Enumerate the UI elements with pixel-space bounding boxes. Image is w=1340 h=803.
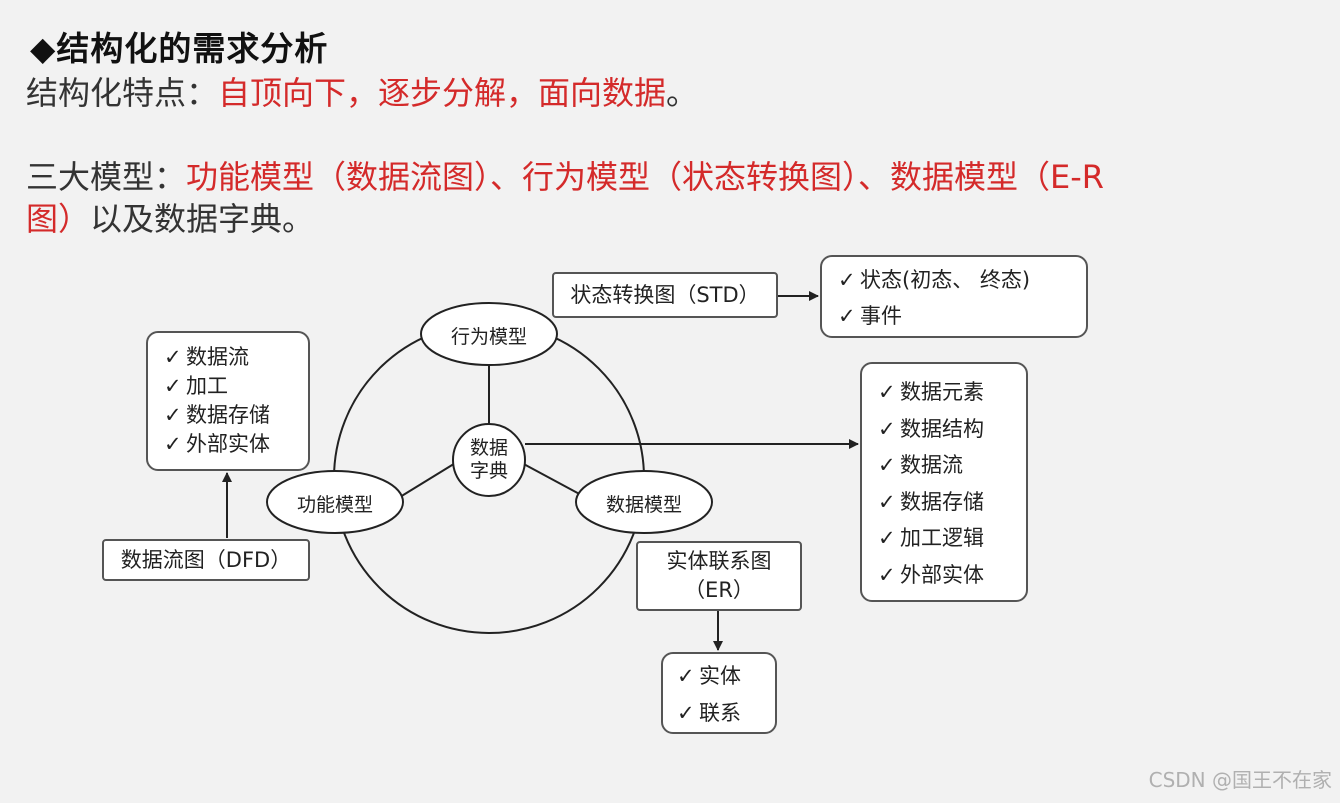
dict-label-line-2: 字典	[469, 460, 508, 482]
std-items-box: ✓状态(初态、 终态) ✓事件	[820, 255, 1088, 338]
behavior-model-label: 行为模型	[450, 326, 527, 348]
features-suffix: 。	[666, 74, 699, 112]
list-item: ✓数据流	[164, 343, 308, 372]
list-item: ✓数据流	[878, 447, 1026, 484]
three-models-line-1: 三大模型：功能模型（数据流图）、行为模型（状态转换图）、数据模型（E-R	[26, 156, 1104, 198]
list-item: ✓状态(初态、 终态)	[838, 262, 1086, 298]
check-icon: ✓	[677, 701, 695, 725]
dict-items-box: ✓数据元素 ✓数据结构 ✓数据流 ✓数据存储 ✓加工逻辑 ✓外部实体	[860, 362, 1028, 602]
models-highlight-2: 图）	[26, 200, 91, 238]
list-item: ✓加工	[164, 372, 308, 401]
models-suffix: 以及数据字典。	[90, 200, 315, 238]
section-heading: ◆结构化的需求分析	[30, 22, 328, 70]
check-icon: ✓	[878, 416, 896, 441]
function-model-ellipse	[266, 470, 404, 534]
er-label-box: 实体联系图 （ER）	[636, 541, 802, 611]
check-icon: ✓	[838, 268, 856, 292]
list-item: ✓实体	[677, 658, 775, 695]
list-item: ✓外部实体	[164, 430, 308, 459]
features-prefix: 结构化特点：	[26, 74, 219, 112]
dict-label-line-1: 数据	[469, 437, 508, 459]
dfd-items-box: ✓数据流 ✓加工 ✓数据存储 ✓外部实体	[146, 331, 310, 471]
list-item: ✓加工逻辑	[878, 520, 1026, 557]
check-icon: ✓	[878, 380, 896, 404]
std-label-box: 状态转换图（STD）	[552, 272, 778, 318]
data-dictionary-circle	[452, 423, 526, 497]
data-model-ellipse	[575, 470, 713, 534]
check-icon: ✓	[878, 489, 896, 514]
spoke-to-function	[399, 461, 458, 498]
watermark: CSDN @国王不在家	[1148, 768, 1332, 792]
list-item: ✓数据存储	[164, 401, 308, 430]
dfd-label-box: 数据流图（DFD）	[102, 539, 310, 581]
check-icon: ✓	[878, 562, 896, 587]
structure-features-line: 结构化特点：自顶向下，逐步分解，面向数据。	[26, 72, 698, 114]
check-icon: ✓	[677, 664, 695, 688]
check-icon: ✓	[878, 526, 896, 550]
models-prefix: 三大模型：	[26, 158, 187, 196]
er-items-box: ✓实体 ✓联系	[661, 652, 777, 734]
behavior-model-ellipse	[420, 302, 558, 366]
function-model-label: 功能模型	[296, 494, 373, 516]
features-highlight: 自顶向下，逐步分解，面向数据	[218, 74, 667, 112]
check-icon: ✓	[164, 432, 182, 456]
heading-text: 结构化的需求分析	[56, 29, 329, 68]
diamond-bullet-icon: ◆	[30, 29, 57, 68]
check-icon: ✓	[164, 374, 182, 398]
three-models-line-2: 图）以及数据字典。	[26, 198, 314, 240]
spoke-to-data	[519, 461, 586, 498]
list-item: ✓联系	[677, 695, 775, 732]
er-label-line-2: （ER）	[684, 578, 754, 602]
list-item: ✓数据结构	[878, 411, 1026, 448]
list-item: ✓事件	[838, 298, 1086, 334]
list-item: ✓外部实体	[878, 557, 1026, 594]
check-icon: ✓	[838, 304, 856, 328]
check-icon: ✓	[164, 403, 182, 427]
list-item: ✓数据存储	[878, 484, 1026, 521]
models-highlight-1: 功能模型（数据流图）、行为模型（状态转换图）、数据模型（E-R	[186, 158, 1105, 196]
data-dictionary-label: 数据 字典	[453, 437, 525, 483]
list-item: ✓数据元素	[878, 374, 1026, 411]
check-icon: ✓	[164, 345, 182, 369]
er-label-line-1: 实体联系图	[666, 549, 772, 573]
check-icon: ✓	[878, 453, 896, 477]
data-model-label: 数据模型	[605, 494, 682, 516]
